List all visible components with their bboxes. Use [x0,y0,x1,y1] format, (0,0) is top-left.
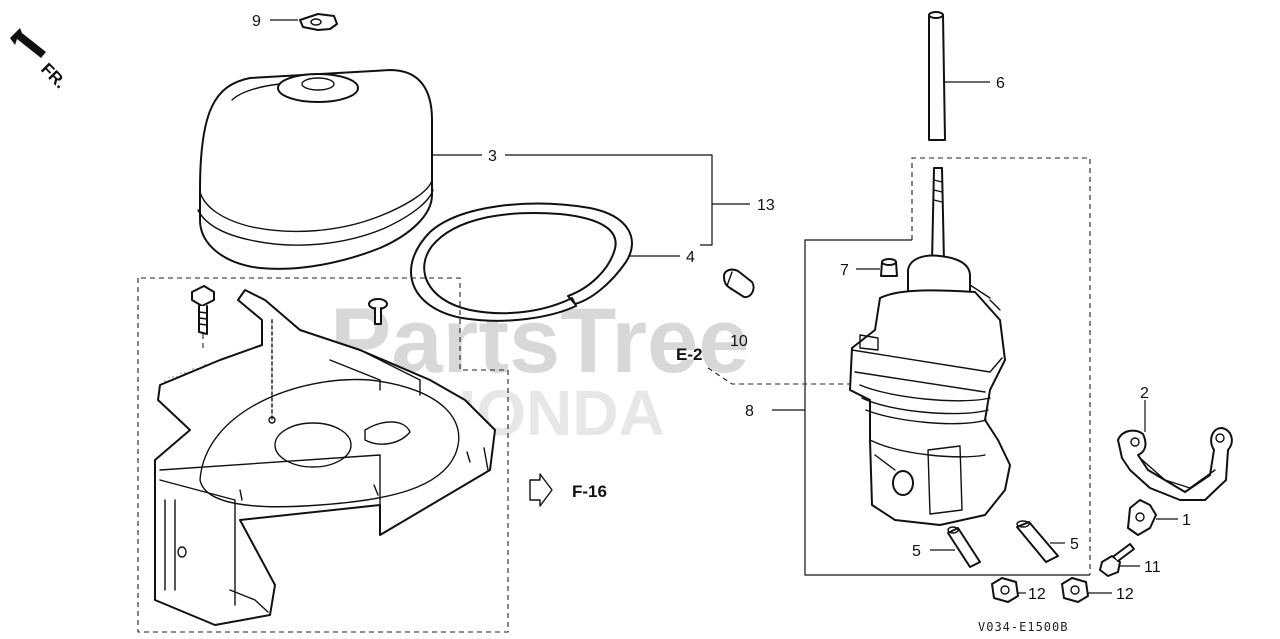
callout-13: 13 [757,197,775,214]
part-7-cap[interactable] [880,258,898,277]
callout-5b: 5 [1070,536,1079,553]
part-4-packing-ring[interactable] [410,202,633,322]
part-1-clamp[interactable] [1127,499,1157,536]
reference-f16: F-16 [572,482,607,501]
screw-small[interactable] [368,298,388,325]
assembly-8-boundary [911,157,1091,575]
arrow-front-icon [10,28,46,58]
part-6-rod[interactable] [928,11,946,141]
leader-bracket-13 [505,154,713,246]
callout-5a: 5 [912,543,921,560]
part-12-nut-right[interactable] [1061,577,1089,603]
reference-arrow-f16 [529,473,553,507]
reference-e2: E-2 [676,345,702,364]
part-10-plug[interactable] [723,268,755,299]
callout-12a: 12 [1028,586,1046,603]
callout-9: 9 [252,13,261,30]
part-12-nut-left[interactable] [991,577,1019,603]
callout-10: 10 [730,333,748,350]
callout-2: 2 [1140,385,1149,402]
e2-leader [707,367,855,385]
callout-12b: 12 [1116,586,1134,603]
part-3-air-cleaner-cover[interactable] [197,69,434,270]
callout-1: 1 [1182,512,1191,529]
part-8-body-assembly[interactable] [849,167,1011,526]
front-direction-marker: FR. [10,28,70,92]
assembly-8-bracket [804,239,1090,576]
part-2-bracket[interactable] [1117,427,1233,501]
callout-6: 6 [996,75,1005,92]
front-label: FR. [37,59,70,92]
diagram-code: V034-E1500B [978,620,1068,634]
bolt-flange[interactable] [191,285,215,335]
callout-3: 3 [488,148,497,165]
callout-4: 4 [686,249,695,266]
part-fan-cover-shroud[interactable] [154,289,496,626]
callout-8: 8 [745,403,754,420]
part-9-clip[interactable] [299,13,338,31]
part-5-pin-left[interactable] [947,526,981,568]
part-11-screw[interactable] [1099,543,1135,577]
callout-7: 7 [840,262,849,279]
callout-11: 11 [1144,559,1161,576]
fan-cover-boundary [137,277,509,633]
part-5-pin-right[interactable] [1016,520,1059,563]
hollow-arrow-icon [529,473,553,507]
